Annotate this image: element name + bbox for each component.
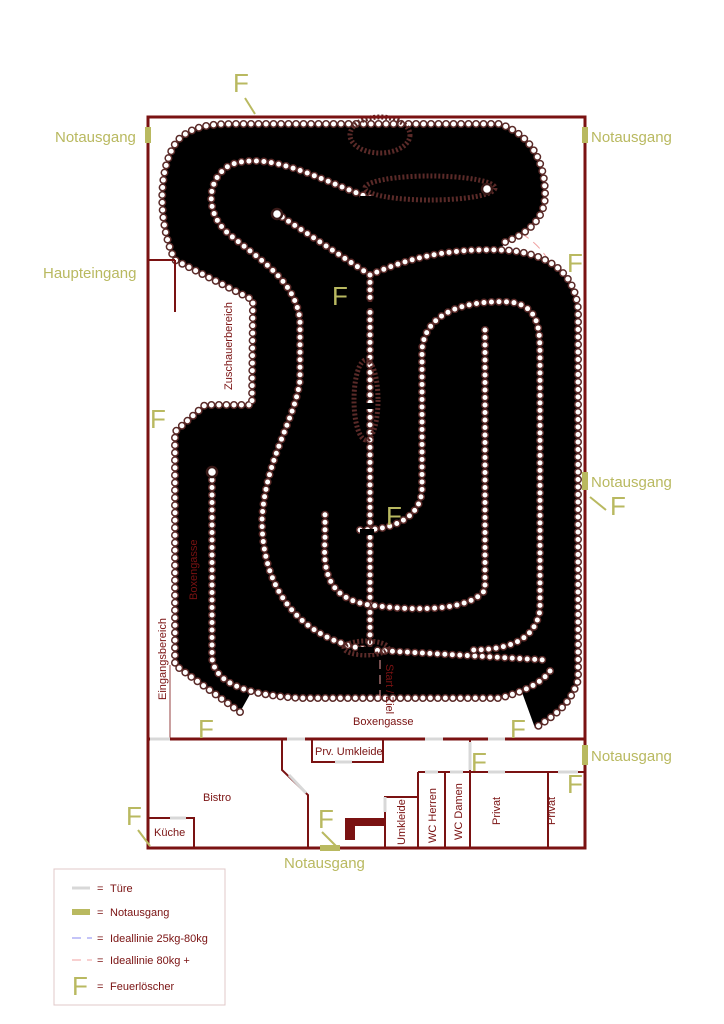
exit-label-bottom: Notausgang: [284, 855, 365, 872]
tire-stacks: [205, 114, 498, 658]
svg-text:=: =: [97, 933, 103, 945]
room-kitchen: Küche: [154, 827, 185, 839]
exit-label-top-left: Notausgang: [55, 129, 136, 146]
fire-extinguisher-icon: F: [126, 801, 142, 831]
fire-extinguisher-icon: F: [510, 714, 526, 744]
legend: = Türe = Notausgang = Ideallinie 25kg-80…: [53, 868, 226, 1006]
fire-extinguisher-icon: F: [233, 68, 249, 98]
room-wc-women: WC Damen: [453, 783, 465, 840]
legend-ideal-heavy: Ideallinie 80kg +: [110, 955, 190, 967]
start-finish-label: Start / Ziel: [383, 664, 395, 714]
exit-label-top-right: Notausgang: [591, 129, 672, 146]
room-changing: Umkleide: [396, 799, 408, 845]
doors: [150, 737, 578, 820]
legend-ideal-light: Ideallinie 25kg-80kg: [110, 933, 208, 945]
pit-lane-label-vertical: Boxengasse: [188, 539, 200, 600]
main-entrance-label: Haupteingang: [43, 265, 136, 282]
room-private-1: Privat: [491, 797, 503, 825]
fire-extinguisher-icon: F: [150, 404, 166, 434]
room-private-2: Privat: [546, 797, 558, 825]
fire-extinguisher-icon: F: [318, 804, 334, 834]
legend-emergency-exit: Notausgang: [110, 907, 169, 919]
fire-extinguisher-icon: F: [567, 248, 583, 278]
fire-extinguisher-icon: F: [567, 769, 583, 799]
room-wc-men: WC Herren: [427, 788, 439, 843]
spectator-area-label: Zuschauerbereich: [223, 302, 235, 390]
room-bistro: Bistro: [203, 792, 231, 804]
fire-extinguishers: F F F F F F F F F F F F: [126, 68, 626, 847]
fire-extinguisher-icon: F: [332, 281, 348, 311]
exit-label-right: Notausgang: [591, 474, 672, 491]
pit-lane-label: Boxengasse: [353, 716, 414, 728]
fire-extinguisher-icon: F: [471, 747, 487, 777]
fire-extinguisher-icon: F: [198, 714, 214, 744]
emergency-exits[interactable]: [145, 127, 588, 851]
svg-text:=: =: [97, 955, 103, 967]
entrance-area-label: Eingangsbereich: [157, 618, 169, 700]
exit-label-bottom-right: Notausgang: [591, 748, 672, 765]
svg-text:=: =: [97, 883, 103, 895]
fire-extinguisher-icon: F: [72, 971, 88, 1001]
room-private-changing: Prv. Umkleide: [315, 746, 383, 758]
svg-text:=: =: [97, 981, 103, 993]
fire-extinguisher-icon: F: [386, 501, 402, 531]
legend-fire-extinguisher: Feuerlöscher: [110, 981, 175, 993]
legend-door: Türe: [110, 883, 133, 895]
fire-extinguisher-icon: F: [610, 491, 626, 521]
svg-text:=: =: [97, 907, 103, 919]
